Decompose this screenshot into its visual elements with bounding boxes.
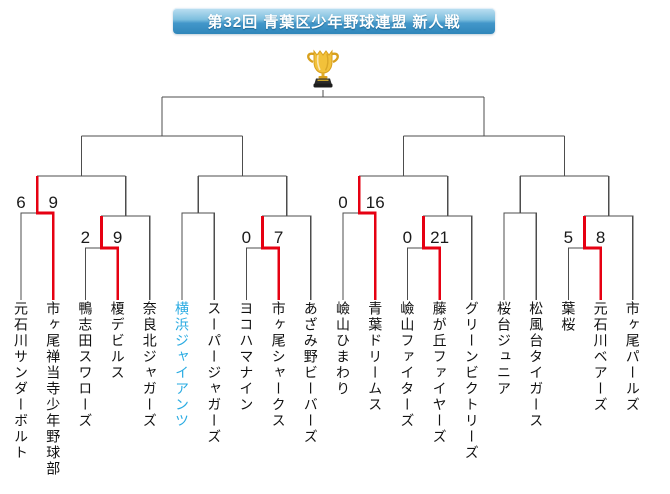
- team-name-label: 市ヶ尾禅当寺少年野球部: [45, 301, 62, 477]
- match-score: 0: [242, 228, 251, 247]
- team-name-label: グリーンビクトリーズ: [463, 301, 480, 461]
- bracket-line: [20, 212, 54, 300]
- match-score: 0: [338, 193, 347, 212]
- winner-path-line: [261, 216, 280, 300]
- trophy-icon: [307, 49, 339, 88]
- match-score: 2: [81, 228, 90, 247]
- team-name-label: 桜台ジュニア: [496, 301, 512, 397]
- match-score: 9: [113, 228, 122, 247]
- bracket-line: [100, 215, 151, 300]
- team-name-label: 横浜ジャイアンツ: [174, 301, 190, 429]
- bracket-line: [84, 247, 119, 300]
- match-score: 21: [430, 228, 449, 247]
- match-score: 9: [48, 193, 57, 212]
- match-score: 16: [366, 193, 385, 212]
- match-score: 6: [16, 193, 25, 212]
- team-name-label: 鴨志田スワローズ: [77, 301, 94, 429]
- team-name-label: 元石川ベアーズ: [592, 301, 609, 413]
- match-score: 7: [274, 228, 283, 247]
- team-name-label: 嶮山ひまわり: [335, 301, 351, 397]
- bracket-line: [406, 247, 441, 300]
- bracket-line: [245, 247, 280, 300]
- team-name-label: 元石川サンダーボルト: [13, 301, 29, 461]
- winner-path-line: [35, 176, 55, 300]
- winner-path-line: [422, 216, 441, 300]
- winner-path-line: [100, 216, 119, 300]
- bracket-line: [583, 215, 634, 300]
- match-score: 8: [596, 228, 605, 247]
- bracket-line: [261, 215, 312, 300]
- tournament-title: 第32回 青葉区少年野球連盟 新人戦: [207, 13, 461, 31]
- team-name-label: 青葉ドリームス: [367, 301, 384, 413]
- winner-path-line: [583, 216, 602, 300]
- team-name-label: ヨコハマナイン: [238, 301, 255, 413]
- team-name-label: 松風台タイガース: [528, 301, 545, 429]
- team-name-label: 奈良北ジャガーズ: [141, 301, 158, 429]
- team-name-label: あざみ野ビーバーズ: [302, 301, 319, 445]
- match-score: 5: [564, 228, 573, 247]
- team-name-label: 嶮山ファイターズ: [399, 301, 416, 429]
- team-name-label: 葉桜: [560, 301, 577, 333]
- team-name-label: スーパージャガーズ: [206, 301, 223, 445]
- team-name-label: 市ヶ尾パールズ: [624, 301, 641, 413]
- match-score: 0: [403, 228, 412, 247]
- bracket-line: [181, 212, 215, 300]
- tournament-title-banner: 第32回 青葉区少年野球連盟 新人戦: [173, 8, 495, 34]
- team-name-label: 藤が丘ファイヤーズ: [431, 301, 448, 445]
- team-name-label: 榎デビルス: [109, 301, 126, 381]
- bracket-line: [567, 247, 602, 300]
- winner-path-line: [357, 176, 377, 300]
- team-name-label: 市ヶ尾シャークス: [270, 301, 287, 429]
- bracket-line: [503, 212, 537, 300]
- bracket-line: [342, 212, 376, 300]
